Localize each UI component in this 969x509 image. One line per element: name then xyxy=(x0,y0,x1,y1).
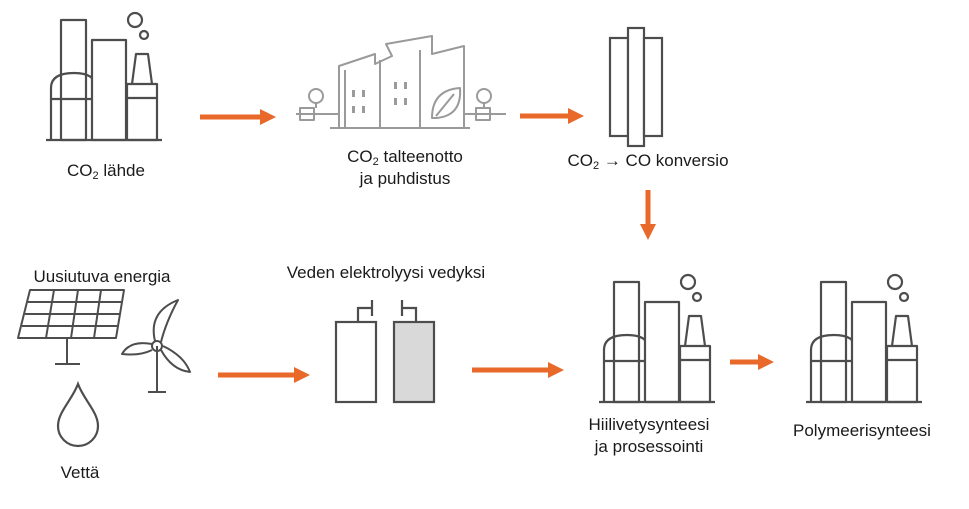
hydrocarbon-factory-icon xyxy=(597,273,717,404)
capture-plant-icon xyxy=(296,35,506,129)
co2-source-label: CO2 lähde xyxy=(67,161,145,182)
polymer-label: Polymeerisynteesi xyxy=(793,421,931,440)
solar-panel-icon xyxy=(17,289,125,365)
wind-turbine-icon xyxy=(121,299,191,393)
capture-label: CO2 talteenotto ja puhdistus xyxy=(347,147,463,188)
conversion-label: CO2 → CO konversio xyxy=(567,151,729,172)
polymer-factory-icon xyxy=(804,273,924,404)
water-drop-icon xyxy=(56,380,100,448)
renewable-energy-label: Uusiutuva energia xyxy=(33,267,171,286)
co2-source-factory-icon xyxy=(44,11,164,142)
electrolysis-label: Veden elektrolyysi vedyksi xyxy=(286,263,486,282)
water-label: Vettä xyxy=(60,463,100,482)
conversion-reactor-icon xyxy=(608,26,664,148)
hydrocarbon-label: Hiilivetysynteesi ja prosessointi xyxy=(588,415,710,456)
electrolyser-icon xyxy=(334,300,436,404)
